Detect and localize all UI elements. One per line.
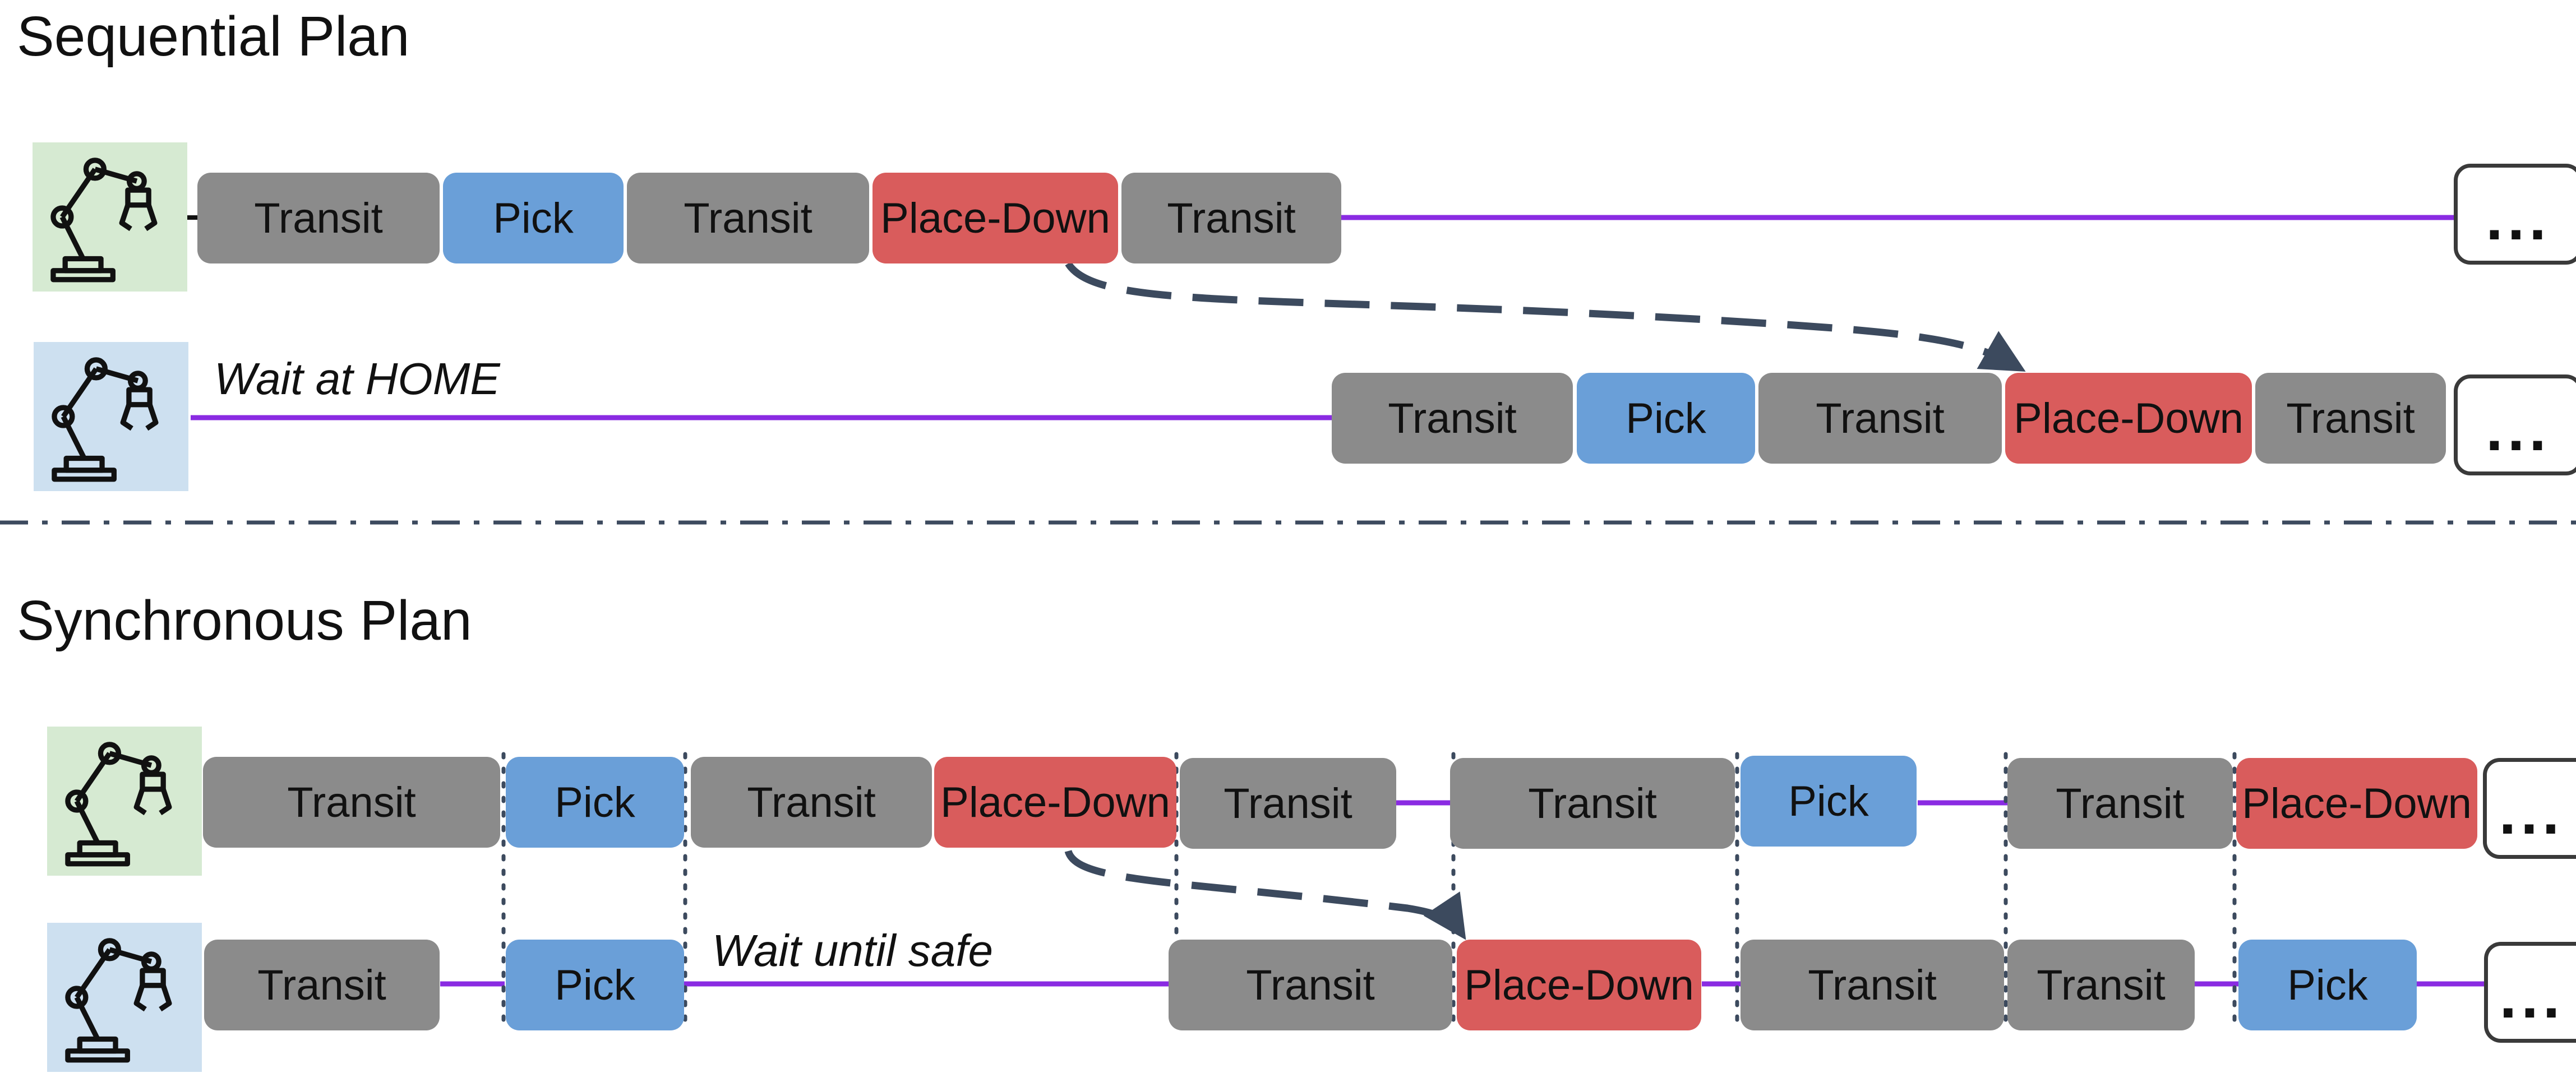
- transit-block: Transit: [1450, 758, 1735, 849]
- robot-arm-icon: [52, 357, 159, 482]
- pick-block: Pick: [443, 173, 624, 263]
- robot-1-avatar: [47, 727, 202, 876]
- transit-block: Transit: [203, 757, 500, 848]
- continuation-box: ...: [2483, 758, 2576, 859]
- wait-label: Wait until safe: [712, 926, 993, 975]
- robot-arm-icon: [50, 158, 158, 283]
- robot-2-avatar: [47, 923, 202, 1072]
- pick-block: Pick: [2238, 940, 2417, 1030]
- place-down-block: Place-Down: [2236, 758, 2477, 849]
- pick-block: Pick: [1741, 756, 1917, 847]
- robot-arm-icon: [65, 938, 172, 1063]
- continuation-box: ...: [2454, 164, 2576, 265]
- transit-block: Transit: [1121, 173, 1341, 263]
- pick-block: Pick: [506, 940, 684, 1030]
- transit-block: Transit: [2007, 758, 2233, 849]
- sequential-plan-title: Sequential Plan: [17, 5, 410, 68]
- place-down-block: Place-Down: [1457, 940, 1701, 1030]
- transit-block: Transit: [1741, 940, 2004, 1030]
- place-down-block: Place-Down: [872, 173, 1118, 263]
- continuation-box: ...: [2454, 374, 2576, 475]
- transit-block: Transit: [1332, 373, 1573, 464]
- robot-1-avatar: [33, 142, 187, 292]
- transit-block: Transit: [197, 173, 440, 263]
- transit-block: Transit: [1180, 758, 1396, 849]
- wait-label: Wait at HOME: [214, 354, 500, 404]
- pick-block: Pick: [1577, 373, 1755, 464]
- transit-block: Transit: [1169, 940, 1452, 1030]
- robot-2-avatar: [34, 342, 188, 491]
- transit-block: Transit: [1758, 373, 2002, 464]
- pick-block: Pick: [506, 757, 684, 848]
- transit-block: Transit: [2255, 373, 2446, 464]
- place-down-block: Place-Down: [2005, 373, 2252, 464]
- transit-block: Transit: [627, 173, 869, 263]
- robot-arm-icon: [65, 742, 172, 867]
- transit-block: Transit: [691, 757, 932, 848]
- place-down-block: Place-Down: [934, 757, 1176, 848]
- transit-block: Transit: [2007, 940, 2195, 1030]
- dependency-arrow: [1064, 849, 1466, 940]
- dependency-arrow: [1065, 261, 2026, 372]
- synchronous-plan-title: Synchronous Plan: [17, 589, 472, 652]
- transit-block: Transit: [204, 940, 440, 1030]
- continuation-box: ...: [2484, 942, 2576, 1043]
